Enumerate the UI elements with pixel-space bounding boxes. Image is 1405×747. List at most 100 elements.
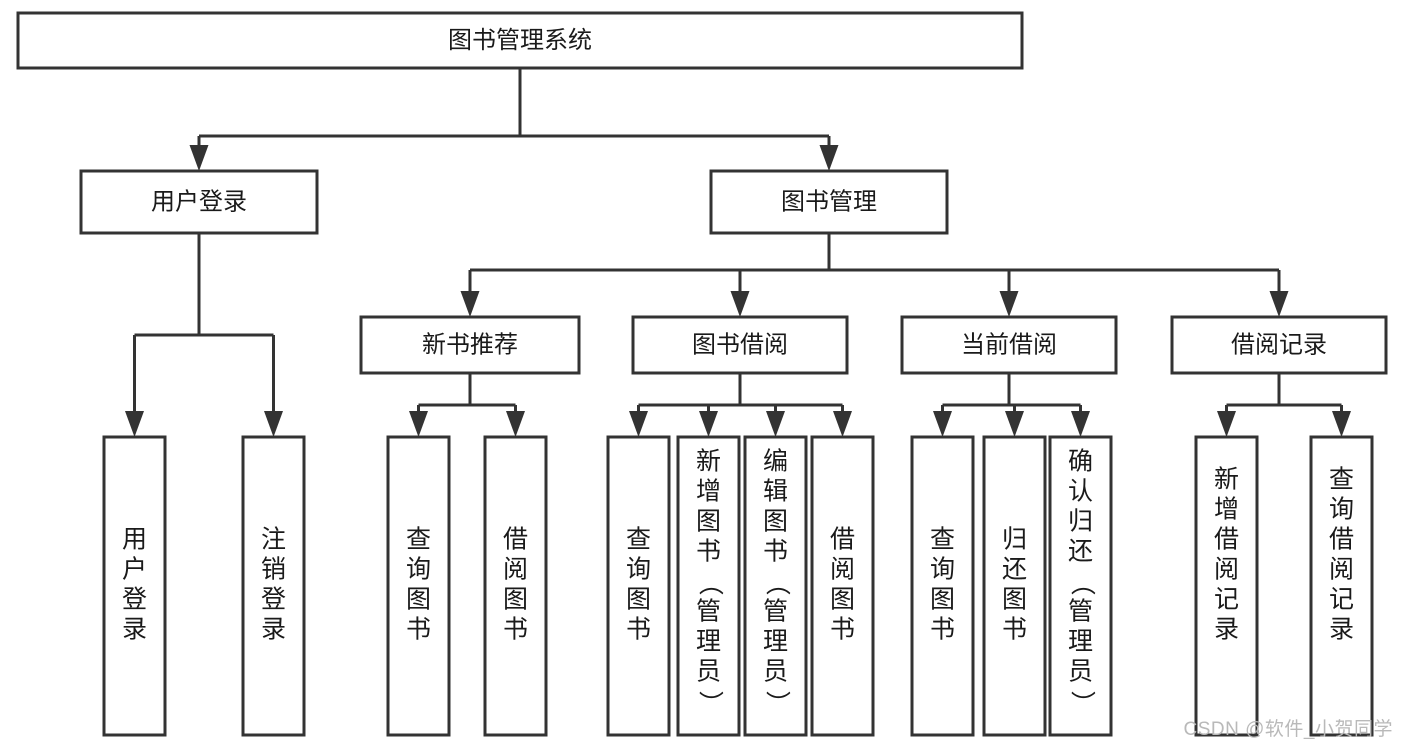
node-label-char: 注 — [261, 526, 286, 554]
node-label-char: 阅 — [830, 556, 855, 584]
node-label-char: 图 — [696, 508, 721, 536]
node-label-char: 登 — [122, 586, 147, 614]
node-box-leaf-query-book-cur[interactable] — [910, 435, 975, 737]
node-label-char: 阅 — [503, 556, 528, 584]
arrowhead-leaf-edit-book — [766, 411, 785, 437]
node-label-char: 增 — [1214, 496, 1239, 524]
node-label-char: 询 — [626, 556, 651, 584]
node-label-root: 图书管理系统 — [448, 27, 592, 54]
node-box-leaf-borrow-book[interactable] — [810, 435, 875, 737]
node-label-char: 辑 — [763, 478, 788, 506]
node-book-manage[interactable]: 图书管理 — [709, 169, 949, 235]
node-label-char: 借 — [1329, 526, 1354, 554]
arrowhead-leaf-borrow-book-rec — [506, 411, 525, 437]
node-label-char: 书 — [763, 538, 788, 566]
node-label-char: 确 — [1068, 448, 1093, 476]
arrowhead-new-book-rec — [460, 291, 480, 317]
node-box-leaf-add-record[interactable] — [1194, 435, 1259, 737]
node-box-leaf-add-book[interactable] — [676, 435, 741, 737]
node-book-borrow[interactable]: 图书借阅 — [631, 315, 849, 375]
node-label-char: 图 — [830, 586, 855, 614]
arrowhead-book-borrow — [730, 291, 750, 317]
node-box-leaf-edit-book[interactable] — [743, 435, 808, 737]
arrowhead-leaf-query-book-rec — [409, 411, 428, 437]
node-box-user-login[interactable] — [79, 169, 319, 235]
node-current-borrow[interactable]: 当前借阅 — [900, 315, 1118, 375]
arrowhead-user-login — [189, 145, 209, 171]
node-box-leaf-borrow-book-rec[interactable] — [483, 435, 548, 737]
node-label-char: 销 — [261, 556, 286, 584]
node-label-char: 用 — [122, 526, 147, 554]
node-box-book-manage[interactable] — [709, 169, 949, 235]
node-box-leaf-confirm-return[interactable] — [1048, 435, 1113, 737]
node-box-leaf-logout[interactable] — [241, 435, 306, 737]
node-label-char: 图 — [626, 586, 651, 614]
node-label-char: （ — [1068, 570, 1096, 595]
node-label-char: 户 — [122, 556, 147, 584]
node-label-char: ） — [1068, 690, 1096, 715]
node-label-book-borrow: 图书借阅 — [692, 331, 788, 358]
node-root[interactable]: 图书管理系统 — [16, 11, 1024, 70]
node-label-char: 员 — [696, 658, 721, 686]
node-box-leaf-user-login[interactable] — [102, 435, 167, 737]
node-user-login[interactable]: 用户登录 — [79, 169, 319, 235]
node-label-char: 还 — [1068, 538, 1093, 566]
node-new-book-rec[interactable]: 新书推荐 — [359, 315, 581, 375]
node-label-char: 借 — [830, 526, 855, 554]
node-label-char: 归 — [1068, 508, 1093, 536]
arrowhead-borrow-record — [1269, 291, 1289, 317]
node-label-borrow-record: 借阅记录 — [1231, 331, 1327, 358]
node-label-char: 增 — [696, 478, 721, 506]
node-box-leaf-return-book[interactable] — [982, 435, 1047, 737]
node-label-user-login: 用户登录 — [151, 188, 247, 215]
node-box-root[interactable] — [16, 11, 1024, 70]
node-label-char: 录 — [1329, 616, 1354, 644]
node-box-leaf-query-record[interactable] — [1309, 435, 1374, 737]
node-label-char: 书 — [503, 616, 528, 644]
node-box-new-book-rec[interactable] — [359, 315, 581, 375]
node-label-char: ） — [763, 690, 791, 715]
arrowhead-leaf-return-book — [1005, 411, 1024, 437]
node-label-char: 查 — [930, 526, 955, 554]
node-box-borrow-record[interactable] — [1170, 315, 1388, 375]
node-label-char: 图 — [503, 586, 528, 614]
node-label-char: 借 — [1214, 526, 1239, 554]
arrowhead-leaf-borrow-book — [833, 411, 852, 437]
node-label-char: 管 — [1068, 598, 1093, 626]
node-box-leaf-query-book-rec[interactable] — [386, 435, 451, 737]
node-label-char: 书 — [930, 616, 955, 644]
node-label-char: 还 — [1002, 556, 1027, 584]
node-label-char: 书 — [626, 616, 651, 644]
node-borrow-record[interactable]: 借阅记录 — [1170, 315, 1388, 375]
node-label-char: 新 — [696, 448, 721, 476]
arrowhead-leaf-query-book-borrow — [629, 411, 648, 437]
node-label-char: 借 — [503, 526, 528, 554]
node-box-leaf-query-book-borrow[interactable] — [606, 435, 671, 737]
node-box-current-borrow[interactable] — [900, 315, 1118, 375]
node-label-char: ） — [696, 690, 724, 715]
node-label-char: 查 — [1329, 466, 1354, 494]
node-box-book-borrow[interactable] — [631, 315, 849, 375]
node-leaf-user-login[interactable]: 用户登录 — [102, 435, 167, 737]
node-label-char: 询 — [406, 556, 431, 584]
arrowhead-leaf-query-book-cur — [933, 411, 952, 437]
arrowhead-leaf-add-record — [1217, 411, 1236, 437]
node-label-char: 员 — [763, 658, 788, 686]
node-label-char: 录 — [261, 616, 286, 644]
node-label-char: 图 — [930, 586, 955, 614]
node-label-char: 查 — [626, 526, 651, 554]
node-label-char: （ — [763, 570, 791, 595]
